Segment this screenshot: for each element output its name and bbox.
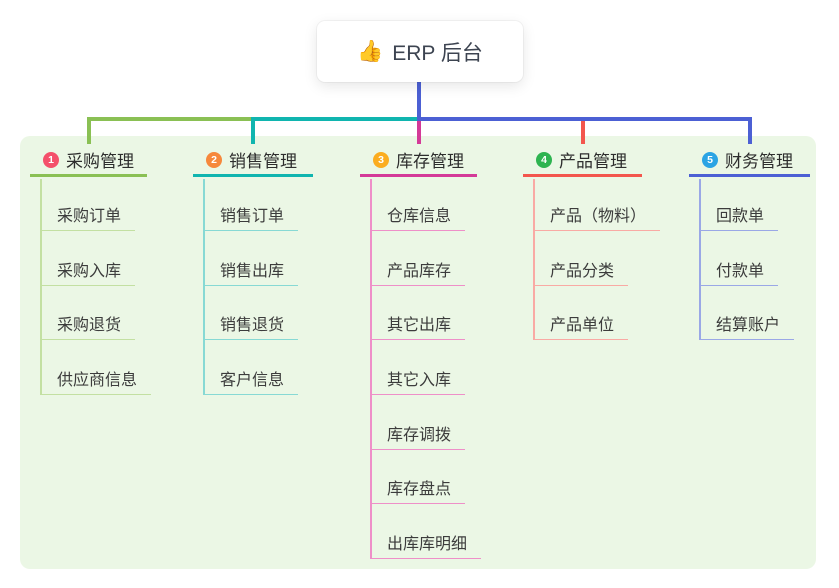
child-item[interactable]: 仓库信息: [370, 203, 466, 231]
branch-children-line: [203, 179, 205, 395]
child-item[interactable]: 产品库存: [370, 258, 466, 286]
branch-header-2[interactable]: 2 销售管理: [193, 145, 313, 177]
child-item[interactable]: 采购订单: [40, 203, 136, 231]
child-item[interactable]: 其它出库: [370, 312, 466, 340]
connector-branch-4-drop: [580, 117, 585, 144]
branch-label: 产品管理: [559, 152, 627, 171]
branch-header-1[interactable]: 1 采购管理: [30, 145, 147, 177]
branch-number-badge: 1: [43, 151, 59, 168]
branch-number-badge: 2: [206, 151, 222, 168]
branch-header-3[interactable]: 3 库存管理: [360, 145, 477, 177]
branch-number-badge: 4: [536, 151, 552, 168]
root-label: ERP 后台: [392, 41, 483, 65]
child-item[interactable]: 产品分类: [533, 258, 629, 286]
branch-label: 销售管理: [229, 152, 297, 171]
child-item[interactable]: 销售订单: [203, 203, 299, 231]
child-item[interactable]: 供应商信息: [40, 367, 152, 395]
connector-branch-1-horizontal: [86, 117, 255, 121]
child-item[interactable]: 采购退货: [40, 312, 136, 340]
branch-children-line: [699, 179, 701, 340]
child-item[interactable]: 产品单位: [533, 312, 629, 340]
child-item[interactable]: 其它入库: [370, 367, 466, 395]
child-item[interactable]: 出库库明细: [370, 531, 482, 559]
child-item[interactable]: 产品（物料）: [533, 203, 661, 231]
child-item[interactable]: 结算账户: [699, 312, 795, 340]
child-item[interactable]: 回款单: [699, 203, 779, 231]
child-item[interactable]: 客户信息: [203, 367, 299, 395]
child-item[interactable]: 库存调拨: [370, 422, 466, 450]
child-item[interactable]: 库存盘点: [370, 476, 466, 504]
branch-number-badge: 5: [702, 151, 718, 168]
branch-children-line: [40, 179, 42, 395]
branch-header-4[interactable]: 4 产品管理: [523, 145, 642, 177]
branch-children-line: [370, 179, 372, 559]
connector-branch-1-drop: [86, 117, 91, 144]
connector-branch-3-drop: [416, 117, 421, 144]
branch-number-badge: 3: [373, 151, 389, 168]
branch-header-5[interactable]: 5 财务管理: [689, 145, 810, 177]
branch-label: 财务管理: [725, 152, 793, 171]
child-item[interactable]: 销售退货: [203, 312, 299, 340]
child-item[interactable]: 采购入库: [40, 258, 136, 286]
root-stem: [417, 82, 421, 121]
connector-branch-5-horizontal: [417, 117, 752, 121]
child-item[interactable]: 销售出库: [203, 258, 299, 286]
branches-panel: [20, 136, 816, 569]
child-item[interactable]: 付款单: [699, 258, 779, 286]
connector-branch-5-drop: [747, 117, 752, 144]
connector-branch-2-horizontal: [251, 117, 421, 121]
branch-label: 采购管理: [66, 152, 134, 171]
root-node[interactable]: 👍 ERP 后台: [317, 21, 523, 82]
branch-label: 库存管理: [396, 152, 464, 171]
branch-children-line: [533, 179, 535, 340]
thumbs-up-icon: 👍: [357, 39, 384, 63]
connector-branch-2-drop: [251, 117, 255, 144]
